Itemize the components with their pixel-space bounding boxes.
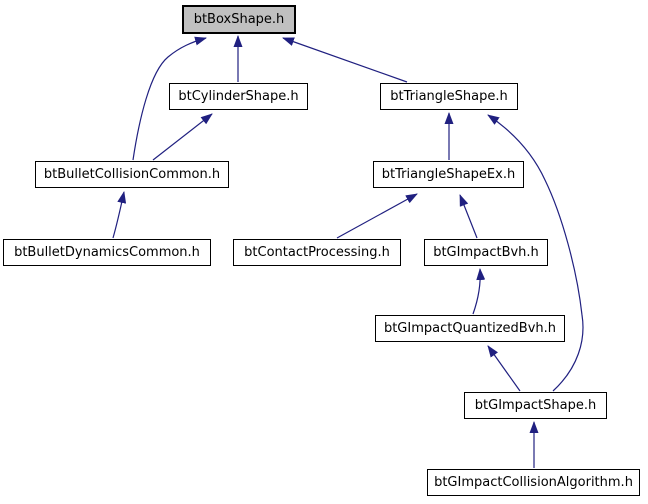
edge-btGImpactQuantizedBvh-h-to-btGImpactBvh-h — [472, 268, 486, 315]
graph-node-label: btBulletDynamicsCommon.h — [14, 244, 200, 260]
graph-node-btCylinderShape-h[interactable]: btCylinderShape.h — [169, 83, 308, 110]
graph-node-btBoxShape-h: btBoxShape.h — [182, 5, 296, 34]
graph-node-label: btContactProcessing.h — [244, 244, 390, 260]
graph-node-btGImpactQuantizedBvh-h[interactable]: btGImpactQuantizedBvh.h — [375, 315, 565, 342]
graph-node-btBulletCollisionCommon-h[interactable]: btBulletCollisionCommon.h — [35, 161, 229, 188]
graph-node-label: btGImpactQuantizedBvh.h — [383, 320, 557, 336]
graph-node-label: btGImpactShape.h — [474, 397, 597, 413]
graph-node-label: btGImpactCollisionAlgorithm.h — [434, 474, 633, 490]
edge-btBulletDynamicsCommon-h-to-btBulletCollisionCommon-h — [112, 191, 127, 239]
edge-btContactProcessing-h-to-btTriangleShapeEx-h — [336, 193, 418, 239]
graph-node-btBulletDynamicsCommon-h[interactable]: btBulletDynamicsCommon.h — [3, 239, 211, 266]
graph-node-btTriangleShape-h[interactable]: btTriangleShape.h — [380, 83, 518, 110]
edge-btGImpactBvh-h-to-btTriangleShapeEx-h — [459, 194, 478, 239]
graph-node-btGImpactBvh-h[interactable]: btGImpactBvh.h — [424, 239, 548, 266]
edge-btBulletCollisionCommon-h-to-btCylinderShape-h — [152, 113, 213, 161]
graph-node-btGImpactCollisionAlgorithm-h[interactable]: btGImpactCollisionAlgorithm.h — [427, 469, 640, 496]
graph-node-label: btTriangleShapeEx.h — [381, 166, 516, 182]
edge-btTriangleShape-h-to-btBoxShape-h — [282, 37, 408, 83]
graph-node-label: btTriangleShape.h — [390, 88, 508, 104]
graph-node-label: btBulletCollisionCommon.h — [43, 166, 221, 182]
graph-node-btTriangleShapeEx-h[interactable]: btTriangleShapeEx.h — [373, 161, 524, 188]
graph-node-label: btBoxShape.h — [193, 11, 285, 27]
graph-node-label: btCylinderShape.h — [178, 88, 299, 104]
graph-node-btGImpactShape-h[interactable]: btGImpactShape.h — [464, 392, 607, 419]
edge-btGImpactShape-h-to-btGImpactQuantizedBvh-h — [487, 345, 521, 392]
graph-node-label: btGImpactBvh.h — [433, 244, 539, 260]
graph-node-btContactProcessing-h[interactable]: btContactProcessing.h — [233, 239, 401, 266]
